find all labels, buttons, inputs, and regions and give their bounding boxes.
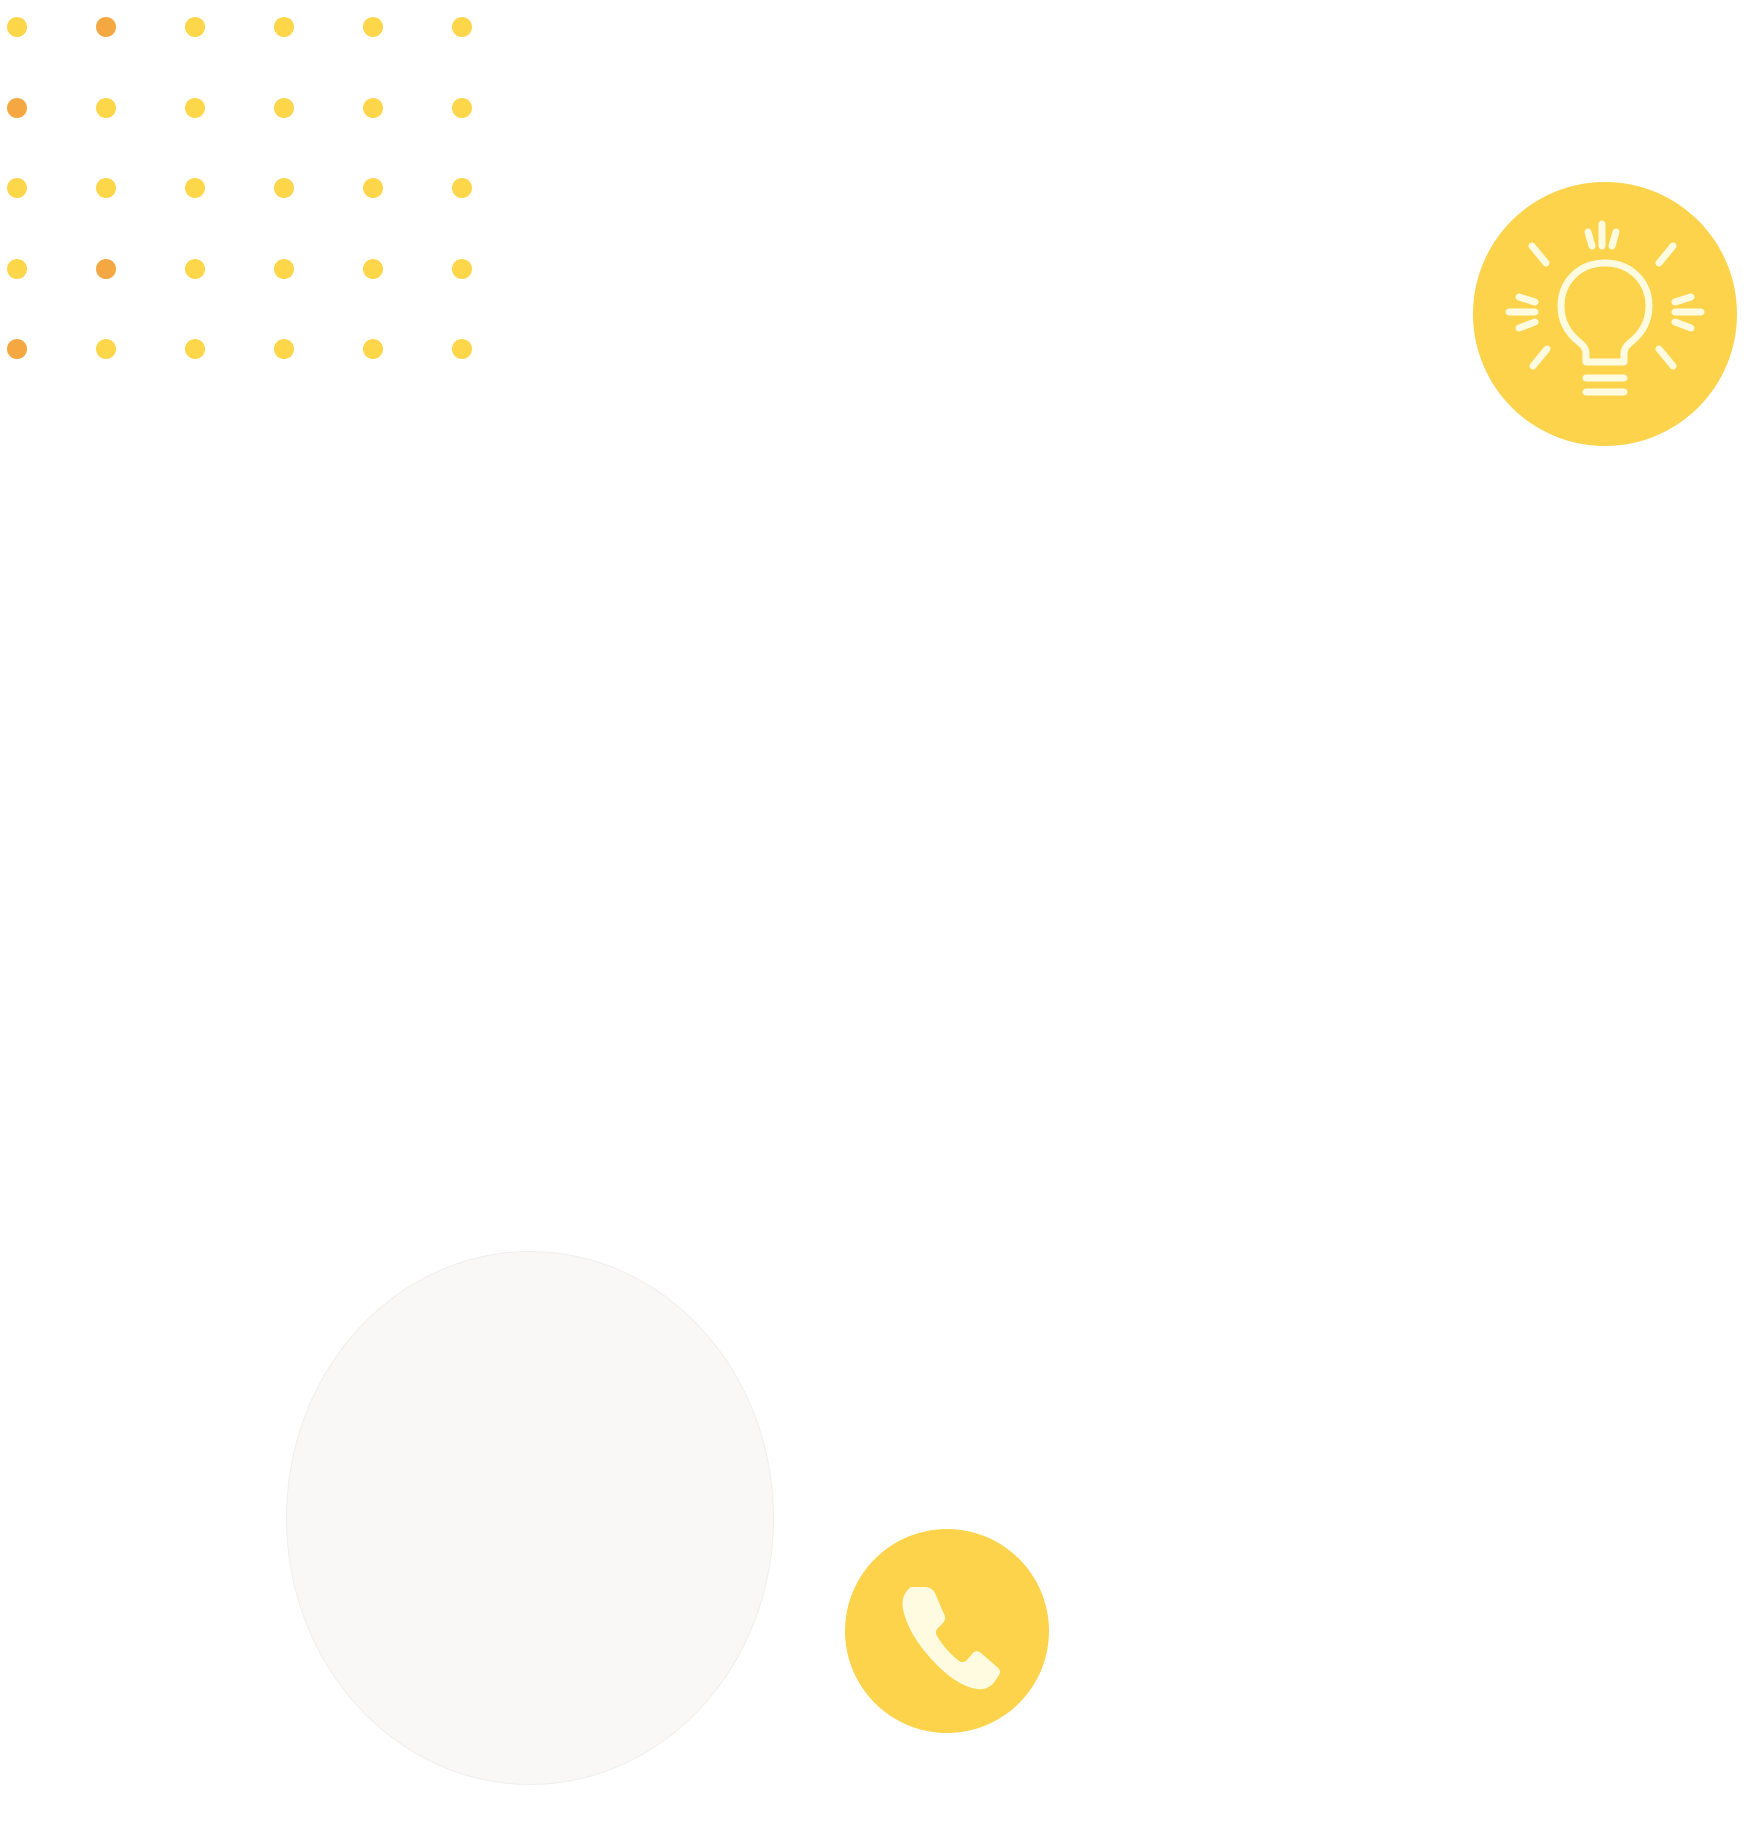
dot xyxy=(274,97,294,118)
dot xyxy=(363,97,383,118)
dot xyxy=(7,17,27,37)
dot xyxy=(7,339,27,359)
dot xyxy=(96,258,116,279)
dot xyxy=(185,97,205,118)
dot xyxy=(185,178,205,198)
dot xyxy=(185,17,205,37)
dot xyxy=(452,258,472,279)
dot xyxy=(363,258,383,279)
dot xyxy=(452,17,472,37)
dot-grid xyxy=(7,17,487,359)
dot xyxy=(7,258,27,279)
lightbulb-icon xyxy=(1473,182,1737,446)
dot xyxy=(96,97,116,118)
dot xyxy=(274,339,294,359)
dot xyxy=(363,339,383,359)
dot xyxy=(274,178,294,198)
dot xyxy=(7,97,27,118)
decorative-grey-circle xyxy=(286,1251,774,1785)
dot xyxy=(7,178,27,198)
dot xyxy=(96,178,116,198)
dot xyxy=(274,17,294,37)
dot xyxy=(274,258,294,279)
phone-icon xyxy=(845,1529,1049,1733)
dot xyxy=(363,178,383,198)
dot xyxy=(452,339,472,359)
dot xyxy=(185,258,205,279)
dot xyxy=(363,17,383,37)
dot xyxy=(96,339,116,359)
dot xyxy=(96,17,116,37)
phone-badge[interactable] xyxy=(845,1529,1049,1733)
lightbulb-badge xyxy=(1473,182,1737,446)
dot xyxy=(452,97,472,118)
dot xyxy=(452,178,472,198)
dot xyxy=(185,339,205,359)
